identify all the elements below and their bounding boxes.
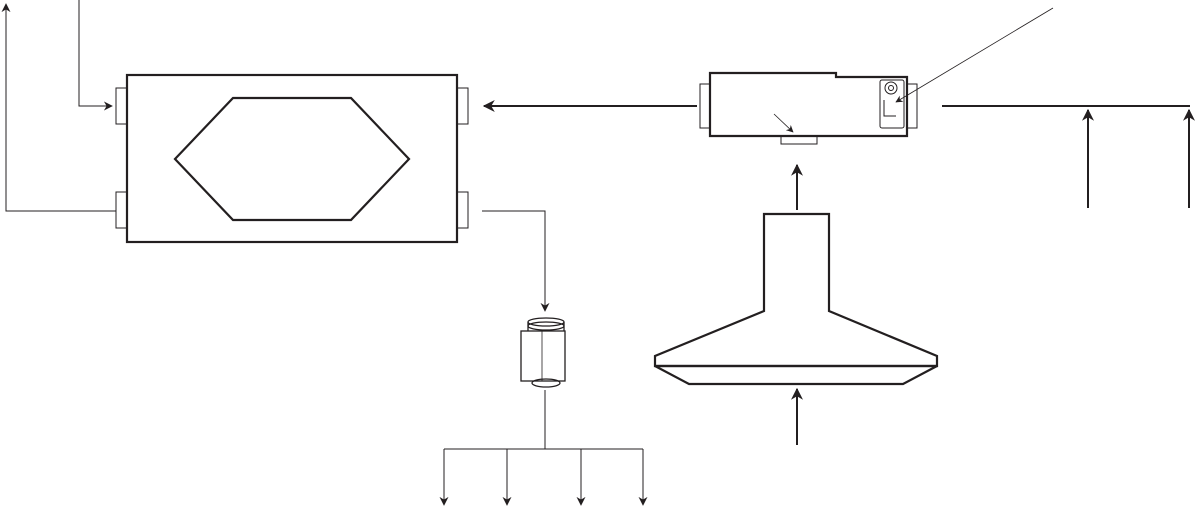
hood-base [654,364,938,386]
fresh-air-intake-duct [78,0,113,111]
left-ducts [1,0,116,212]
inline-fan-box [699,7,1054,145]
silencer-body [520,330,566,382]
silencer-bottom-collar [531,378,561,388]
control-leader-line [895,7,1054,103]
control-knob-icon [884,81,898,95]
port-left-top [115,87,128,125]
heat-recovery-unit [115,73,469,244]
hood-canopy [653,212,939,368]
heat-exchanger-core [173,96,411,222]
fan-box-casing [708,71,909,138]
supply-diffuser-branches [439,390,648,506]
control-knob-center [888,85,894,91]
control-cable [883,100,896,117]
port-right-bottom [456,191,469,229]
range-hood [653,212,939,386]
fan-speed-control [879,79,905,129]
fan-box-outlet-spigot [906,83,918,129]
fan-box-bottom-spigot [780,135,818,145]
control-housing [879,79,905,129]
spigot-pointer-arrow [773,113,794,133]
unit-casing [125,73,459,244]
fan-box-inlet-spigot [699,83,711,129]
exhaust-outlet-duct [1,3,116,212]
supply-duct [482,210,550,312]
port-right-top [456,87,469,125]
inline-silencer [520,317,566,388]
port-left-bottom [115,191,128,229]
extract-duct-network [942,105,1195,208]
